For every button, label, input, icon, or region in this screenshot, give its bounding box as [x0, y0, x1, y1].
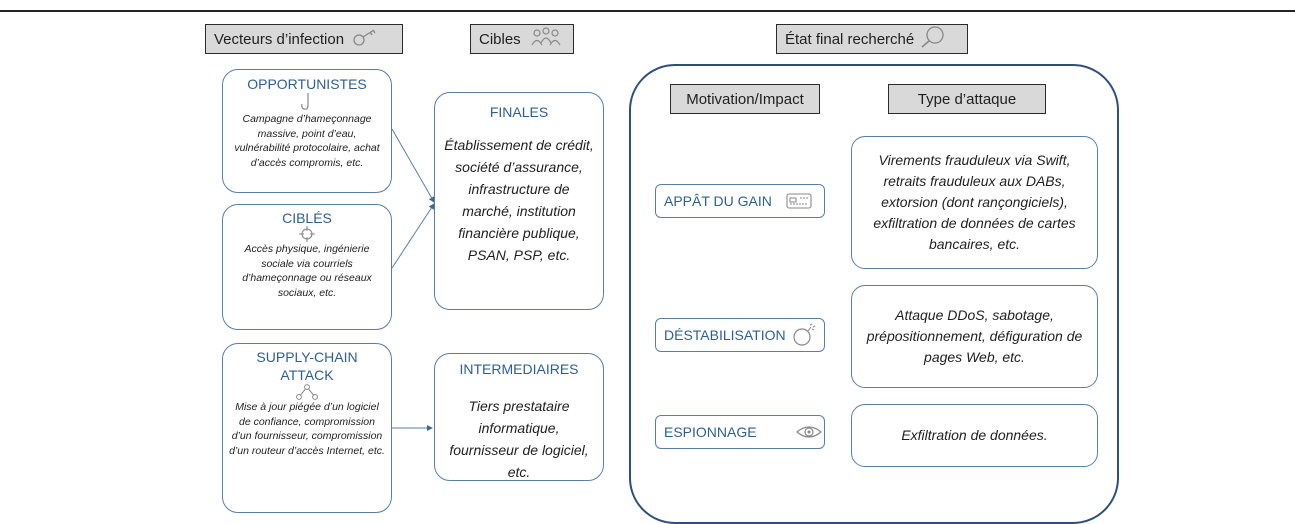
header-cibles-label: Cibles	[479, 30, 521, 48]
vecteur-supply-chain: SUPPLY-CHAIN ATTACK Mise à jour piégée d…	[222, 343, 392, 513]
cible-text: Établissement de crédit, société d’assur…	[444, 137, 594, 263]
vecteur-cibles: CIBLÉS Accès physique, ingénierie social…	[222, 204, 392, 330]
vecteur-title: CIBLÉS	[282, 210, 332, 226]
motivation-label: ESPIONNAGE	[664, 424, 757, 440]
header-etat: État final recherché	[776, 24, 968, 54]
vecteur-text: Campagne d’hameçonnage massive, point d’…	[234, 113, 380, 169]
header-vecteurs: Vecteurs d’infection	[205, 24, 403, 54]
cible-finales: FINALES Établissement de crédit, société…	[434, 92, 604, 310]
cible-title: INTERMEDIAIRES	[459, 361, 579, 377]
magnifier-icon	[920, 25, 946, 53]
eye-icon	[795, 423, 823, 441]
header-motivation: Motivation/Impact	[670, 84, 820, 114]
header-motivation-label: Motivation/Impact	[686, 90, 804, 108]
header-vecteurs-label: Vecteurs d’infection	[214, 30, 345, 48]
header-type-attaque-label: Type d’attaque	[917, 90, 1017, 108]
motivation-destabilisation: DÉSTABILISATION	[655, 318, 825, 352]
credit-card-icon	[786, 192, 812, 210]
hook-icon	[223, 92, 391, 112]
vecteur-title: SUPPLY-CHAIN ATTACK	[256, 349, 358, 383]
vecteur-opportunistes: OPPORTUNISTES Campagne d’hameçonnage mas…	[222, 69, 392, 193]
vecteur-title: OPPORTUNISTES	[247, 76, 367, 92]
header-type-attaque: Type d’attaque	[888, 84, 1046, 114]
key-icon	[352, 27, 378, 51]
type-attaque-destabilisation: Attaque DDoS, sabotage, prépositionnemen…	[851, 285, 1098, 388]
type-attaque-espionnage: Exfiltration de données.	[851, 404, 1098, 467]
vecteur-text: Accès physique, ingénierie sociale via c…	[242, 243, 372, 299]
motivation-label: APPÂT DU GAIN	[664, 193, 772, 209]
type-attaque-appat-du-gain: Virements frauduleux via Swift, retraits…	[851, 136, 1098, 269]
vecteur-text: Mise à jour piégée d’un logiciel de conf…	[229, 401, 385, 457]
connector-arrows	[391, 128, 435, 431]
type-attaque-text: Virements frauduleux via Swift, retraits…	[873, 152, 1076, 252]
cible-intermediaires: INTERMEDIAIRES Tiers prestataire informa…	[434, 353, 604, 481]
people-icon	[529, 27, 563, 51]
motivation-espionnage: ESPIONNAGE	[655, 415, 825, 449]
top-divider	[0, 10, 1295, 12]
header-etat-label: État final recherché	[785, 30, 915, 48]
motivation-label: DÉSTABILISATION	[664, 327, 786, 343]
network-icon	[223, 384, 391, 400]
bomb-icon	[792, 323, 816, 347]
cible-text: Tiers prestataire informatique, fourniss…	[449, 398, 589, 480]
cible-title: FINALES	[489, 104, 549, 120]
type-attaque-text: Attaque DDoS, sabotage, prépositionnemen…	[866, 307, 1083, 365]
motivation-appat-du-gain: APPÂT DU GAIN	[655, 184, 825, 218]
crosshair-icon	[223, 226, 391, 242]
header-cibles: Cibles	[470, 24, 574, 54]
type-attaque-text: Exfiltration de données.	[901, 427, 1048, 443]
